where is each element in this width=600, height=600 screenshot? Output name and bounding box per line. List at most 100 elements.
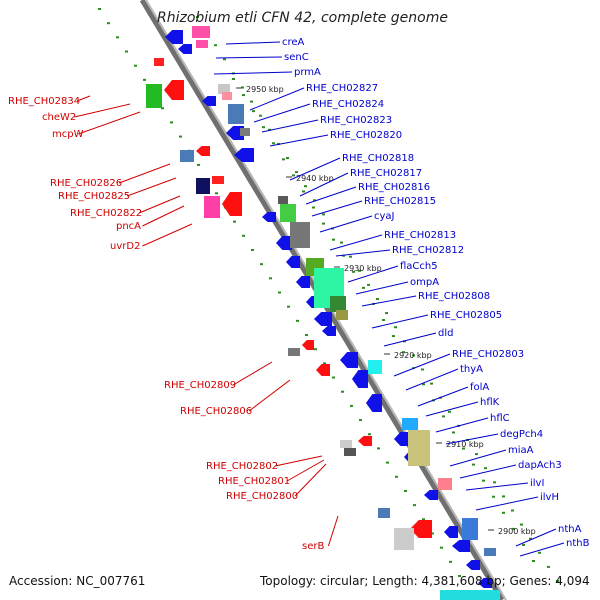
gene-block-red [212,176,224,184]
leader-line [319,215,373,233]
gene-label-right: thyA [460,364,483,375]
leader-line [249,87,305,111]
outer-right-dot [358,269,361,272]
tick-label: 2910 kbp [446,440,484,449]
minus-strand-gene [302,340,314,350]
gene-label-right: ilvI [530,478,544,489]
leader-line [299,172,349,197]
tick-label: 2940 kbp [296,174,334,183]
outer-left-dot [161,107,164,110]
outer-left-dot [305,334,308,337]
outer-left-dot [341,390,344,393]
leader-line [459,464,517,479]
plus-strand-gene [226,126,244,140]
gene-block-cyan [368,360,382,374]
leader-line [78,111,141,135]
gene-label-left: pncA [116,221,141,232]
leader-line [465,482,529,491]
gene-label-right: ilvH [540,492,559,503]
inner-right-dot [472,463,475,466]
inner-right-dot [442,415,445,418]
gene-block-grey [218,84,230,94]
leader-line [126,177,177,197]
leader-line [142,205,185,227]
map-title: Rhizobium etli CFN 42, complete genome [157,10,448,26]
inner-right-dot [262,126,265,129]
gene-block-khaki [408,430,430,466]
outer-left-dot [98,8,101,10]
gene-block-green [146,84,162,108]
minus-strand-gene [410,520,432,538]
tick-label: 2900 kbp [498,527,536,536]
plus-strand-gene [340,352,358,368]
plus-strand-gene [444,526,458,538]
gene-label-right: RHE_CH02823 [320,115,392,126]
outer-right-dot [538,551,541,554]
minus-strand-gene [196,146,210,156]
outer-right-dot [376,298,379,300]
outer-left-dot [458,575,461,577]
gene-block-salmon [222,92,232,100]
outer-right-dot [367,283,370,286]
tick-label: 2920 kbp [394,351,432,360]
inner-right-dot [282,158,285,161]
plus-strand-gene [478,578,492,588]
gene-label-right: degPch4 [500,429,543,440]
gene-label-right: RHE_CH02818 [342,153,414,164]
gene-block-darkgreen [330,296,346,312]
inner-right-dot [482,479,485,482]
outer-right-dot [322,213,325,216]
outer-left-dot [377,447,380,450]
gene-label-left: RHE_CH02801 [218,476,290,487]
gene-label-right: prmA [294,67,321,78]
gene-label-right: RHE_CH02808 [418,291,490,302]
gene-block-blue [402,418,418,430]
gene-block-grey [278,196,288,204]
outer-left-dot [332,376,335,379]
inner-right-dot [452,431,455,434]
outer-left-dot [296,319,299,322]
outer-left-dot [413,504,416,507]
plus-strand-gene [314,312,332,326]
outer-right-dot [556,580,559,582]
gene-label-right: RHE_CH02824 [312,99,384,110]
leader-line [361,295,417,307]
gene-label-left: RHE_CH02802 [206,461,278,472]
gene-label-right: ompA [410,277,439,288]
outer-left-dot [179,135,182,138]
inner-right-dot [302,190,305,193]
gene-label-left: RHE_CH02826 [50,178,122,189]
leader-line [286,459,325,482]
outer-right-dot [214,44,217,47]
gene-block-grey [288,348,300,356]
gene-label-right: nthB [566,538,590,549]
outer-right-dot [313,199,316,202]
gene-label-right: hflK [480,397,500,408]
gene-block-cyan [440,590,500,600]
outer-right-dot [547,565,550,568]
plus-strand-gene [286,256,300,268]
inner-right-dot [272,142,275,145]
outer-left-dot [359,419,362,422]
inner-right-dot [352,270,355,273]
genome-summary-text: Topology: circular; Length: 4,381,608 bp… [260,574,590,588]
plus-strand-gene [322,326,336,336]
outer-left-dot [170,121,173,124]
leader-line [335,249,391,257]
gene-label-right: RHE_CH02815 [364,196,436,207]
outer-right-dot [520,523,523,526]
outer-right-dot [286,157,289,159]
leader-line [519,542,565,557]
inner-right-dot [502,511,505,514]
leader-line [305,186,357,205]
gene-block-pink [196,40,208,48]
outer-left-dot [242,234,245,237]
outer-left-dot [449,560,452,563]
gene-label-right: creA [282,37,305,48]
outer-right-dot [502,495,505,498]
plus-strand-gene [296,276,310,288]
outer-right-dot [223,58,226,61]
gene-block-salmon [438,478,452,490]
plus-strand-gene [452,540,470,552]
